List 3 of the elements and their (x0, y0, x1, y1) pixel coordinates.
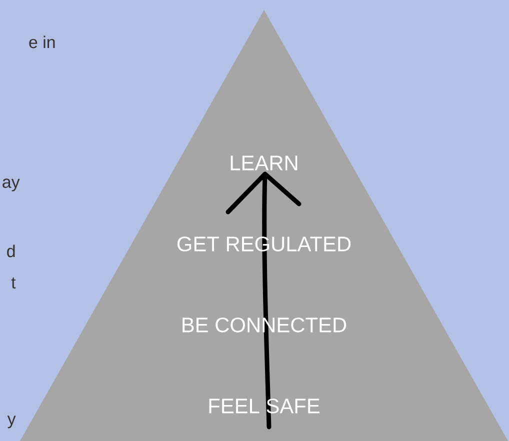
tier-label: LEARN (230, 156, 298, 170)
pyramid (20, 10, 508, 441)
text-fragment: e in (29, 36, 55, 48)
